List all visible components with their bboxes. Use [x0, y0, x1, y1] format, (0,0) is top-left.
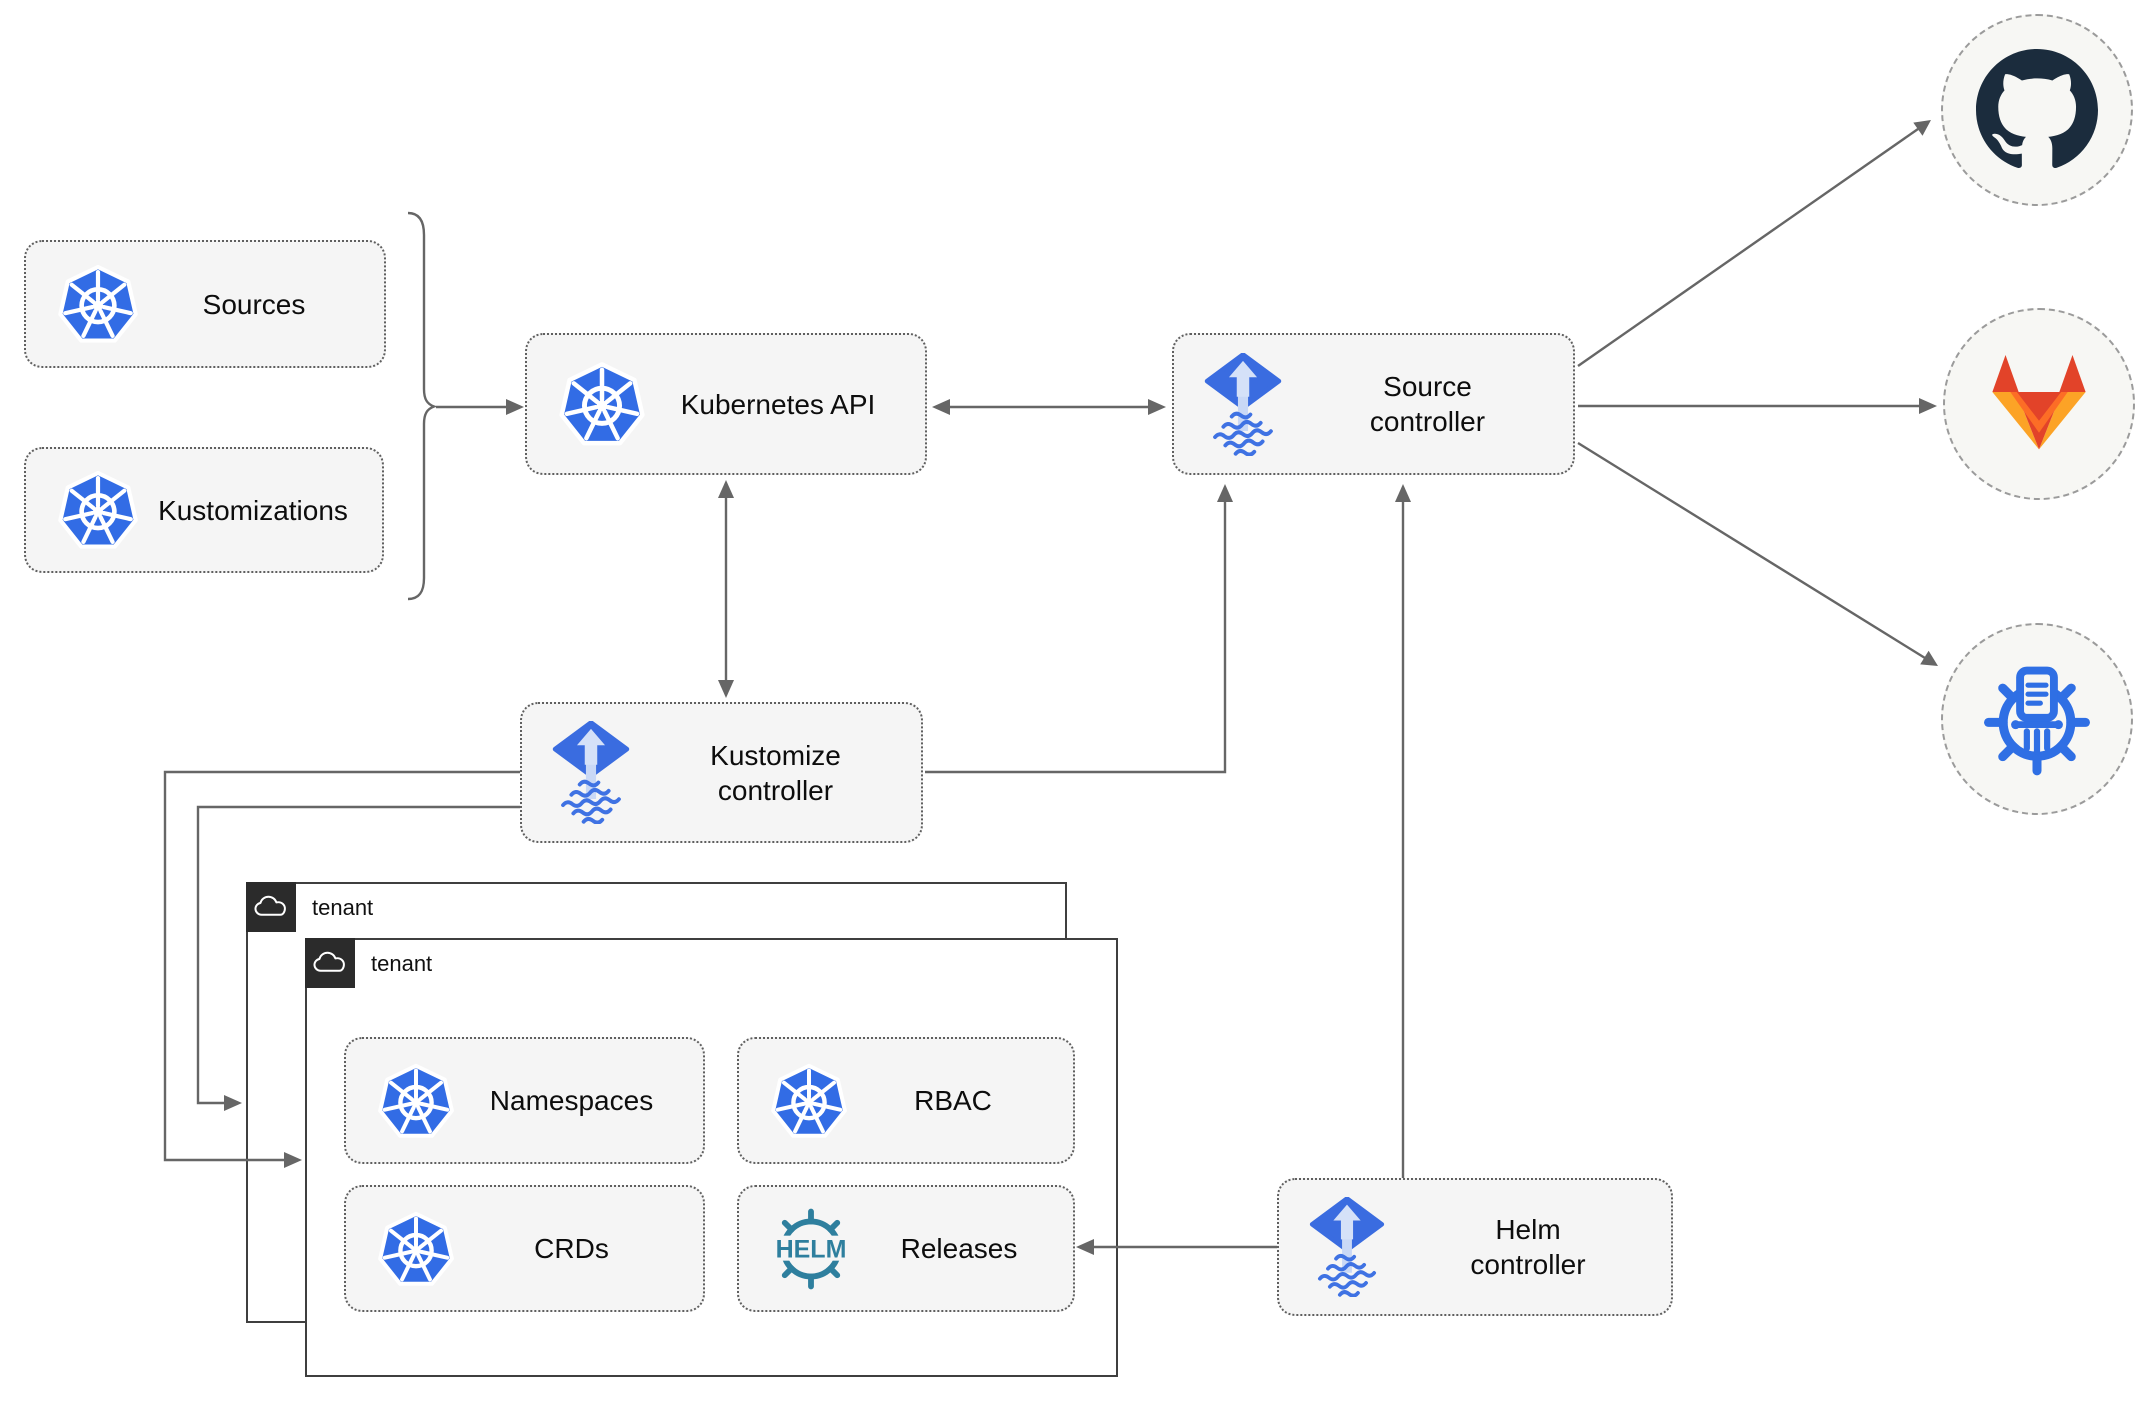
- node-helm-controller: Helm controller: [1277, 1178, 1673, 1316]
- endpoint-gitlab: [1943, 308, 2135, 500]
- node-rbac: RBAC: [737, 1037, 1075, 1164]
- helm-wordmark: HELM: [776, 1235, 847, 1263]
- node-label: Kubernetes API: [680, 388, 876, 420]
- connector-source-github: [1577, 128, 1919, 367]
- github-icon: [1976, 49, 2098, 168]
- kubernetes-icon: [769, 1061, 849, 1141]
- cloud-icon: [254, 895, 286, 916]
- tenant-label: tenant: [312, 895, 374, 920]
- kubernetes-icon: [376, 1209, 456, 1289]
- connector-kustomize-source: [925, 502, 1227, 774]
- node-label: Releases: [900, 1233, 1018, 1264]
- flux-icon: [1204, 352, 1282, 456]
- helm-icon: HELM: [761, 1204, 861, 1294]
- tenant-tag: [246, 882, 296, 932]
- endpoint-chartmuseum: [1941, 623, 2133, 815]
- tenant-group-inner: tenant Namespaces: [305, 938, 1118, 1377]
- tenant-label: tenant: [371, 951, 433, 976]
- flux-icon: [1309, 1197, 1385, 1297]
- node-source-controller: Source controller: [1172, 333, 1575, 475]
- node-label: Source controller: [1369, 371, 1486, 437]
- gitlab-icon: [1992, 354, 2086, 450]
- chartmuseum-icon: [1984, 666, 2090, 776]
- node-label: CRDs: [534, 1233, 609, 1264]
- node-label: Helm controller: [1470, 1214, 1586, 1280]
- node-label: Sources: [202, 288, 306, 320]
- brace-sources-group: [407, 211, 438, 601]
- node-kustomizations: Kustomizations: [24, 447, 384, 573]
- node-sources: Sources: [24, 240, 386, 368]
- kubernetes-icon: [557, 359, 647, 449]
- tenant-tag: [305, 938, 355, 988]
- node-label: Namespaces: [489, 1085, 654, 1116]
- connector-source-chartmuseum: [1577, 441, 1926, 660]
- endpoint-github: [1941, 14, 2133, 206]
- node-label: RBAC: [914, 1085, 992, 1116]
- node-kubernetes-api: Kubernetes API: [525, 333, 927, 475]
- kubernetes-icon: [376, 1061, 456, 1141]
- node-releases: HELM Releases: [737, 1185, 1075, 1312]
- kubernetes-icon: [56, 262, 140, 346]
- node-label: Kustomize controller: [710, 739, 841, 806]
- cloud-icon: [313, 951, 345, 972]
- node-namespaces: Namespaces: [344, 1037, 705, 1164]
- kubernetes-icon: [56, 468, 140, 552]
- flux-icon: [552, 721, 630, 824]
- node-label: Kustomizations: [158, 494, 348, 526]
- node-kustomize-controller: Kustomize controller: [520, 702, 923, 843]
- node-crds: CRDs: [344, 1185, 705, 1312]
